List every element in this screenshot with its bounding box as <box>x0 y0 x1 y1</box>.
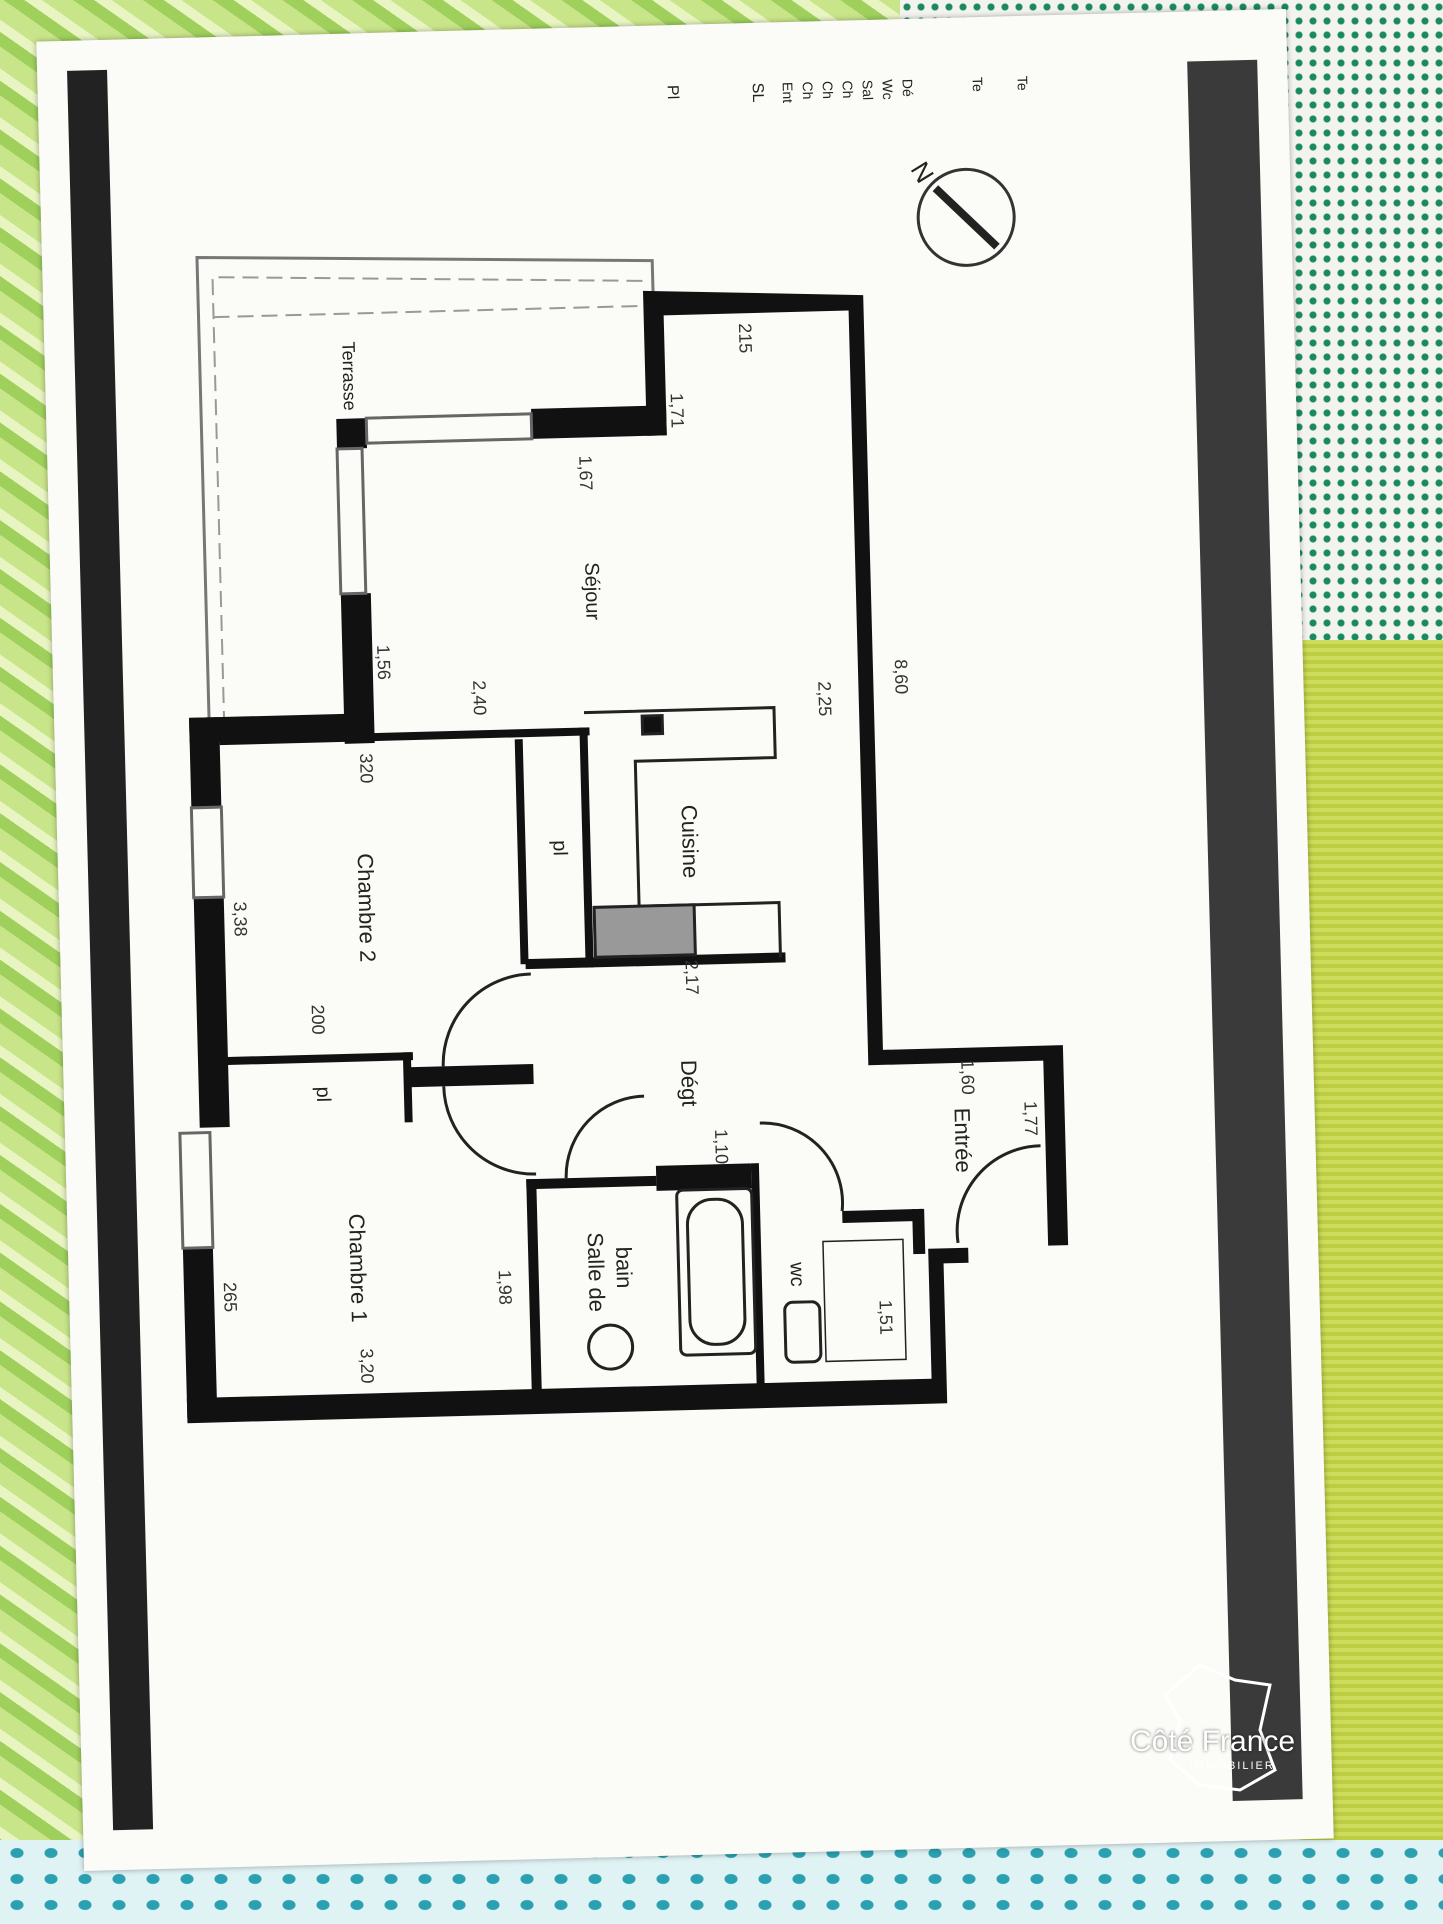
window <box>189 805 226 900</box>
kitchen-hob <box>640 713 665 736</box>
dimension-label: 3,20 <box>357 1348 378 1384</box>
room-label-terrasse: Terrasse <box>338 341 360 411</box>
wall-segment <box>531 405 667 439</box>
left-margin-strip <box>67 69 154 1831</box>
dimension-label: 265 <box>220 1282 241 1313</box>
compass: N <box>905 156 1016 267</box>
room-label-sejour: Séjour <box>580 562 604 621</box>
wall-interior <box>525 952 786 970</box>
wc-area <box>822 1238 907 1363</box>
wall-interior <box>526 1175 657 1190</box>
wall-interior <box>579 727 594 968</box>
wall-segment <box>340 593 375 744</box>
dimension-label: 2,40 <box>469 680 490 716</box>
door-chambre2 <box>441 972 531 1067</box>
door-salle-de-bain <box>564 1094 645 1179</box>
wall-interior <box>750 1163 765 1389</box>
room-label-placard: pl <box>312 1086 334 1102</box>
margin-label: Ent <box>780 82 797 104</box>
margin-label: Sal <box>860 80 877 101</box>
window <box>335 446 368 596</box>
wall-interior <box>842 1208 923 1223</box>
dimension-label: 200 <box>308 1004 329 1035</box>
windows <box>178 412 534 1250</box>
wc-toilet <box>783 1300 823 1364</box>
room-label-salle-de-bain: Salle de <box>583 1232 610 1312</box>
wall-segment <box>182 1247 218 1419</box>
dimension-label: 3,38 <box>230 901 251 937</box>
door-chambre1 <box>442 1086 537 1176</box>
walls <box>182 290 1069 1424</box>
dimension-label: 1,71 <box>667 393 688 429</box>
margin-labels: Pl SL Ent Ch Ch Ch Sal Wc Dé Te Te <box>664 76 1031 104</box>
compass-needle <box>932 185 1000 250</box>
washbasin <box>587 1323 635 1371</box>
wall-interior <box>219 727 590 746</box>
dimension-label: 2,17 <box>682 960 703 996</box>
right-margin-band <box>1187 59 1303 1801</box>
dimension-label: 1,51 <box>875 1300 896 1336</box>
bathroom-fixtures <box>587 1186 907 1371</box>
wall-interior <box>912 1208 926 1255</box>
room-label-cuisine: Cuisine <box>676 805 703 879</box>
margin-label: Te <box>1014 76 1030 91</box>
watermark-subtitle: IMMOBILIER <box>1190 1760 1275 1772</box>
room-label-placard: pl <box>548 840 570 856</box>
wall-bottom <box>186 1247 969 1424</box>
bathtub-inner <box>685 1197 747 1346</box>
door-entree <box>955 1144 1041 1244</box>
watermark-france-outline <box>1163 1663 1277 1792</box>
dimension-label: 8,60 <box>891 659 912 695</box>
floor-plan-sheet: Tél. 04 70 75 31 11 - Fax 04 70 70 93 07… <box>36 8 1334 1872</box>
margin-label: Wc <box>880 79 897 100</box>
window <box>178 1130 215 1250</box>
room-label-chambre1: Chambre 1 <box>344 1213 372 1322</box>
room-label-chambre2: Chambre 2 <box>353 853 381 962</box>
dimension-label: 215 <box>735 323 756 354</box>
margin-label: Pl <box>664 85 681 100</box>
margin-label: Ch <box>840 80 856 98</box>
margin-label: SL <box>749 83 767 103</box>
watermark-brand: Côté France <box>1130 1725 1296 1758</box>
wall-outer-right <box>642 290 1069 1246</box>
dimension-label: 2,25 <box>814 681 835 717</box>
dimension-label: 1,56 <box>373 645 394 681</box>
wall-interior <box>402 1052 413 1123</box>
dimension-label: 1,77 <box>1020 1101 1041 1137</box>
floor-plan: Tél. 04 70 75 31 11 - Fax 04 70 70 93 07… <box>67 59 1303 1831</box>
dimension-label: 320 <box>356 753 377 784</box>
margin-label: Te <box>970 77 986 92</box>
compass-circle <box>916 167 1016 267</box>
bathtub <box>675 1186 758 1357</box>
door-wc <box>759 1121 845 1212</box>
wall-interior <box>408 1064 534 1088</box>
dimension-label: 1,67 <box>575 455 596 491</box>
kitchen-counter <box>583 706 782 959</box>
dimensions: 215 1,71 1,67 1,56 2,40 2,25 8,60 320 3,… <box>220 323 1041 1384</box>
wall-interior <box>514 739 529 965</box>
margin-label: Ch <box>820 81 836 99</box>
room-label-degt: Dégt <box>676 1060 702 1107</box>
wall-segment <box>193 897 230 1128</box>
room-labels: Terrasse Séjour Cuisine Chambre 2 Chambr… <box>312 341 976 1322</box>
compass-north-label: N <box>905 156 940 188</box>
kitchen-sink <box>592 903 697 959</box>
margin-label: Ch <box>800 81 816 99</box>
room-label-entree: Entrée <box>949 1107 976 1172</box>
room-label-salle-de-bain-2: bain <box>611 1246 637 1288</box>
wall-interior <box>526 1178 542 1395</box>
doors <box>441 972 1041 1244</box>
wall-interior <box>655 1163 752 1191</box>
window <box>364 412 534 445</box>
margin-label: Dé <box>900 79 916 98</box>
room-label-wc: wc <box>785 1261 808 1287</box>
dimension-label: 1,98 <box>495 1270 516 1306</box>
wall-interior <box>217 1052 414 1066</box>
dimension-label: 1,10 <box>711 1129 732 1165</box>
wall-segment <box>336 418 368 449</box>
dimension-label: 1,60 <box>957 1059 978 1095</box>
